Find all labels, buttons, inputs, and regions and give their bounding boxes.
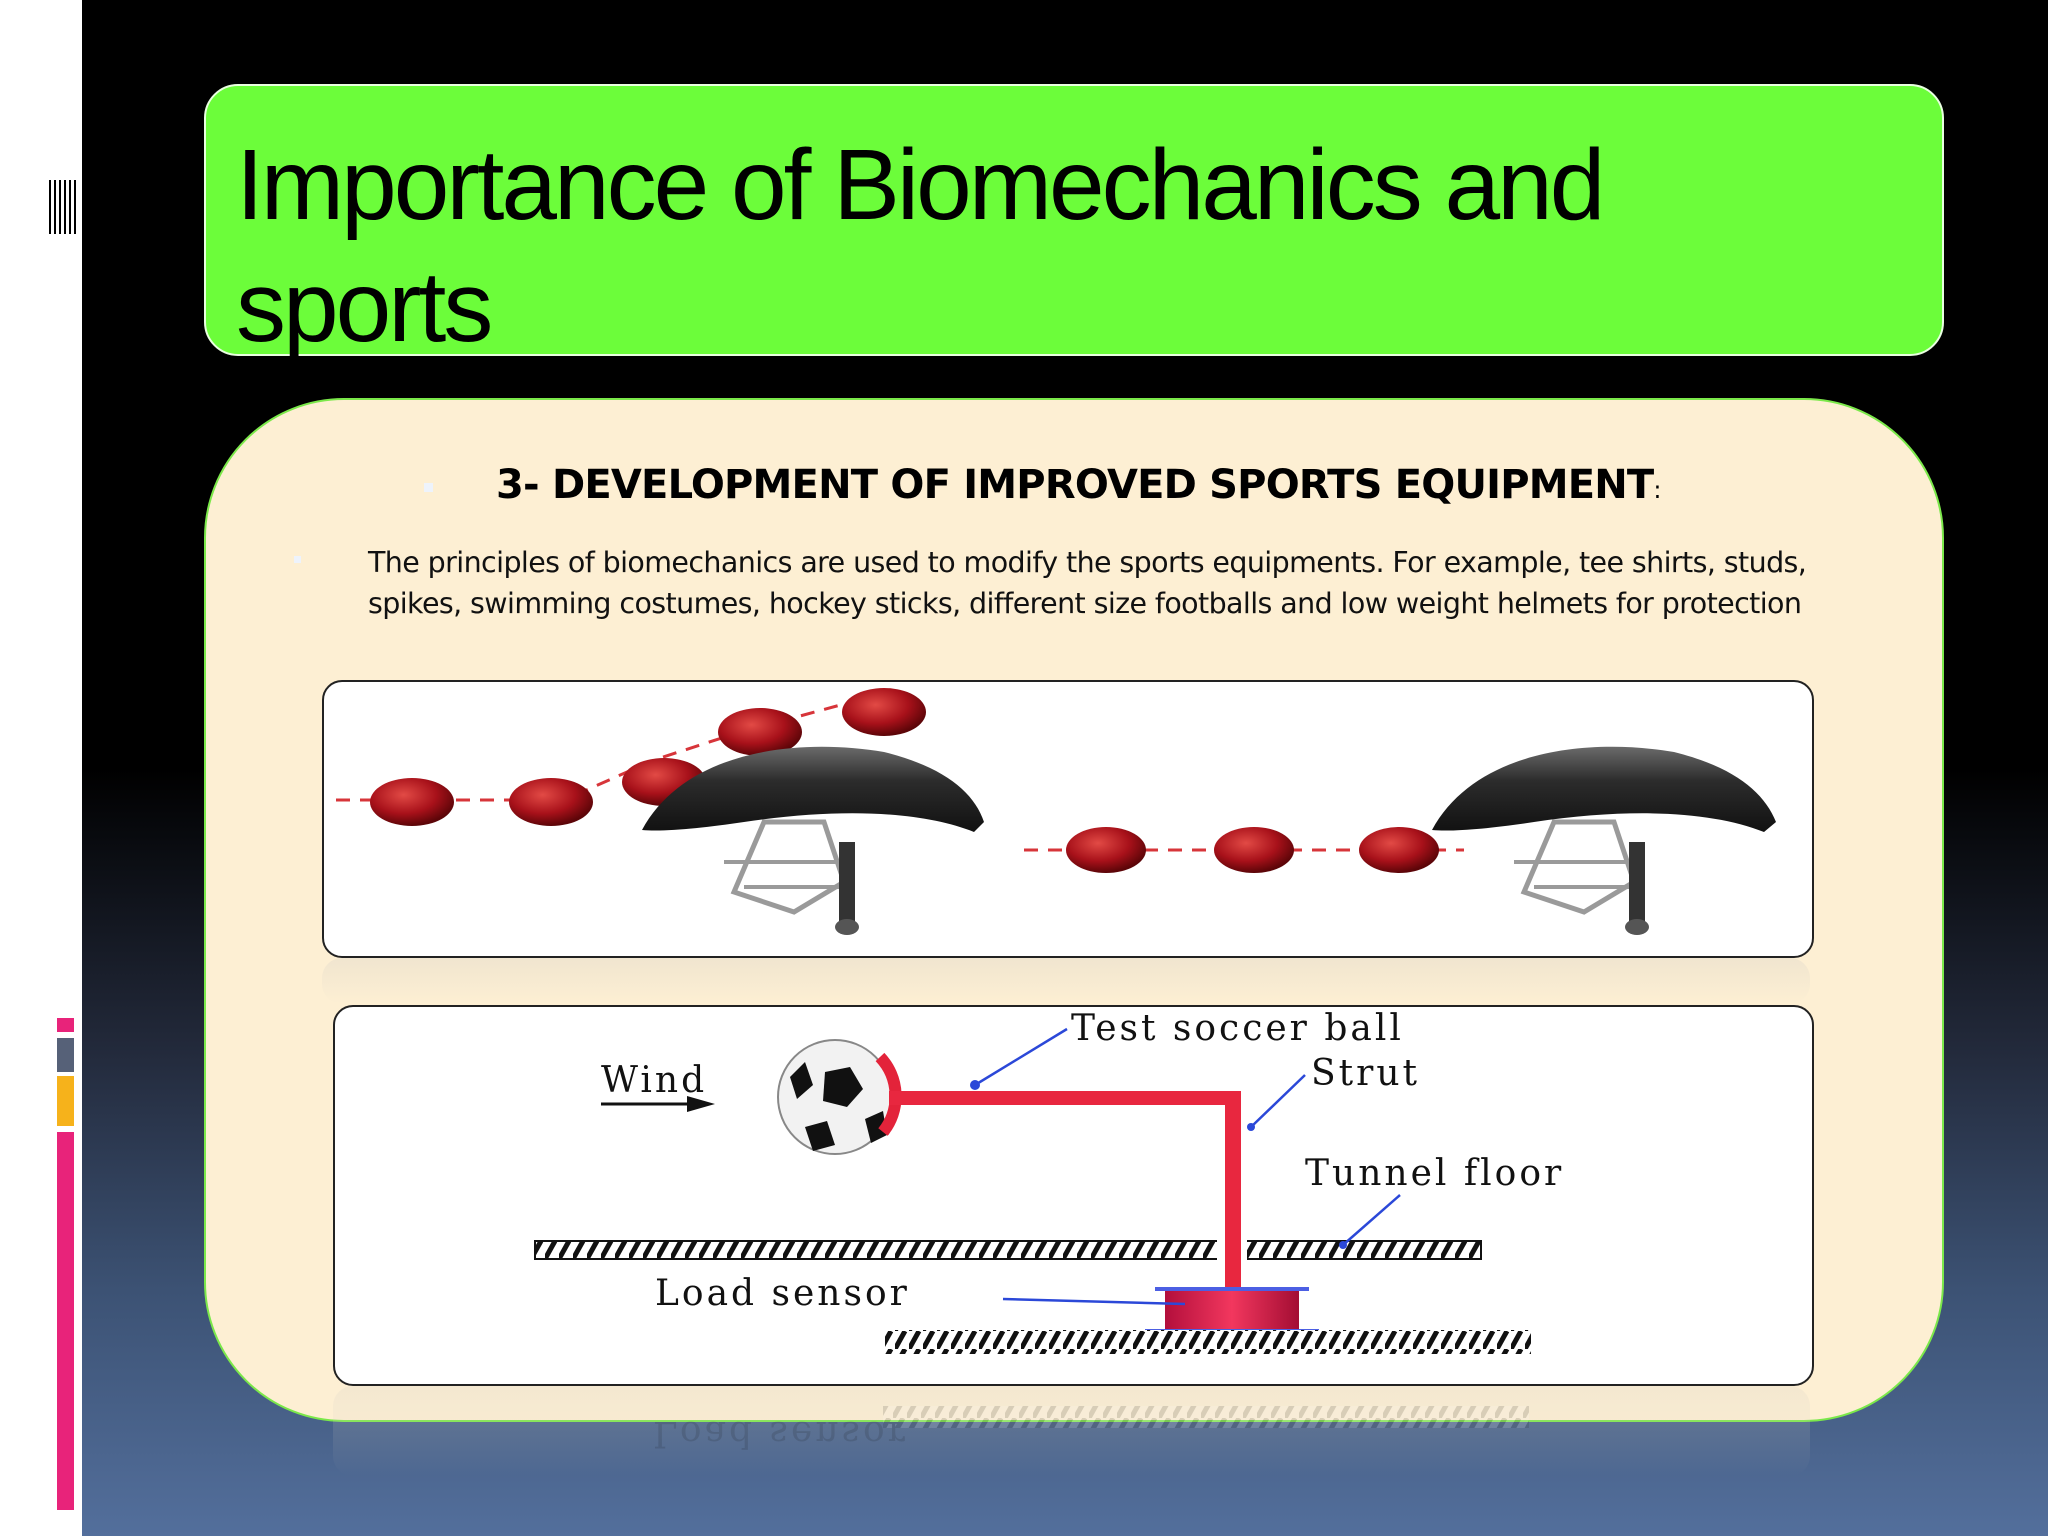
helmet-right: [1432, 746, 1776, 935]
load-sensor-icon: [1145, 1287, 1319, 1334]
diagram-reflection-content: Load sensor: [653, 1406, 1529, 1454]
accent-bar-pink-small: [57, 1018, 74, 1032]
cricket-balls-left: [370, 688, 926, 826]
wind-label: Wind: [601, 1060, 707, 1101]
tunnel-floor-hatch: [534, 1240, 1482, 1260]
load-sensor-label: Load sensor: [655, 1273, 910, 1314]
slide-title: Importance of Biomechanics and sports: [236, 124, 1916, 368]
wind-arrow-icon: [601, 1096, 715, 1112]
bullet-icon: [294, 556, 301, 563]
soccer-ball-icon: [777, 1039, 902, 1155]
accent-bar-orange: [57, 1076, 74, 1126]
tunnel-floor-label: Tunnel floor: [1305, 1153, 1564, 1194]
wind-tunnel-illustration: Wind Test soccer ball Strut Tunnel floor…: [534, 1008, 1564, 1354]
wind-tunnel-diagram: Wind Test soccer ball Strut Tunnel floor…: [333, 1005, 1814, 1386]
helmet-impact-image: [322, 680, 1814, 958]
heading-punct: :: [1653, 476, 1661, 504]
test-ball-label: Test soccer ball: [1071, 1008, 1404, 1049]
image-reflection: [322, 958, 1810, 1004]
pointer-lines: [974, 1027, 1401, 1306]
cricket-balls-right: [1066, 827, 1439, 873]
base-floor-hatch: [885, 1330, 1531, 1354]
accent-bar-pink: [57, 1132, 74, 1510]
title-line-2: sports: [236, 251, 493, 363]
helmet-impact-illustration: [336, 688, 1776, 935]
body-text: The principles of biomechanics are used …: [368, 542, 1848, 624]
body-line-2: spikes, swimming costumes, hockey sticks…: [368, 587, 1802, 620]
title-box: Importance of Biomechanics and sports: [204, 84, 1944, 363]
helmet-left: [642, 746, 984, 935]
strut-lower: [1225, 1233, 1241, 1293]
reflection-text: Load sensor: [653, 1413, 908, 1454]
bullet-icon: [424, 483, 433, 492]
deflected-ball-trajectory: [336, 702, 845, 802]
diagram-reflection: [333, 1386, 1810, 1476]
decorative-lines: [49, 180, 79, 234]
strut-label: Strut: [1311, 1053, 1420, 1094]
heading-text: 3- DEVELOPMENT OF IMPROVED SPORTS EQUIPM…: [496, 462, 1654, 508]
title-line-1: Importance of Biomechanics and: [236, 129, 1605, 241]
accent-bar-gray: [57, 1038, 74, 1072]
pointer-dots: [970, 1080, 1347, 1249]
section-heading: 3- DEVELOPMENT OF IMPROVED SPORTS EQUIPM…: [496, 462, 1662, 508]
body-line-1: The principles of biomechanics are used …: [368, 546, 1807, 579]
